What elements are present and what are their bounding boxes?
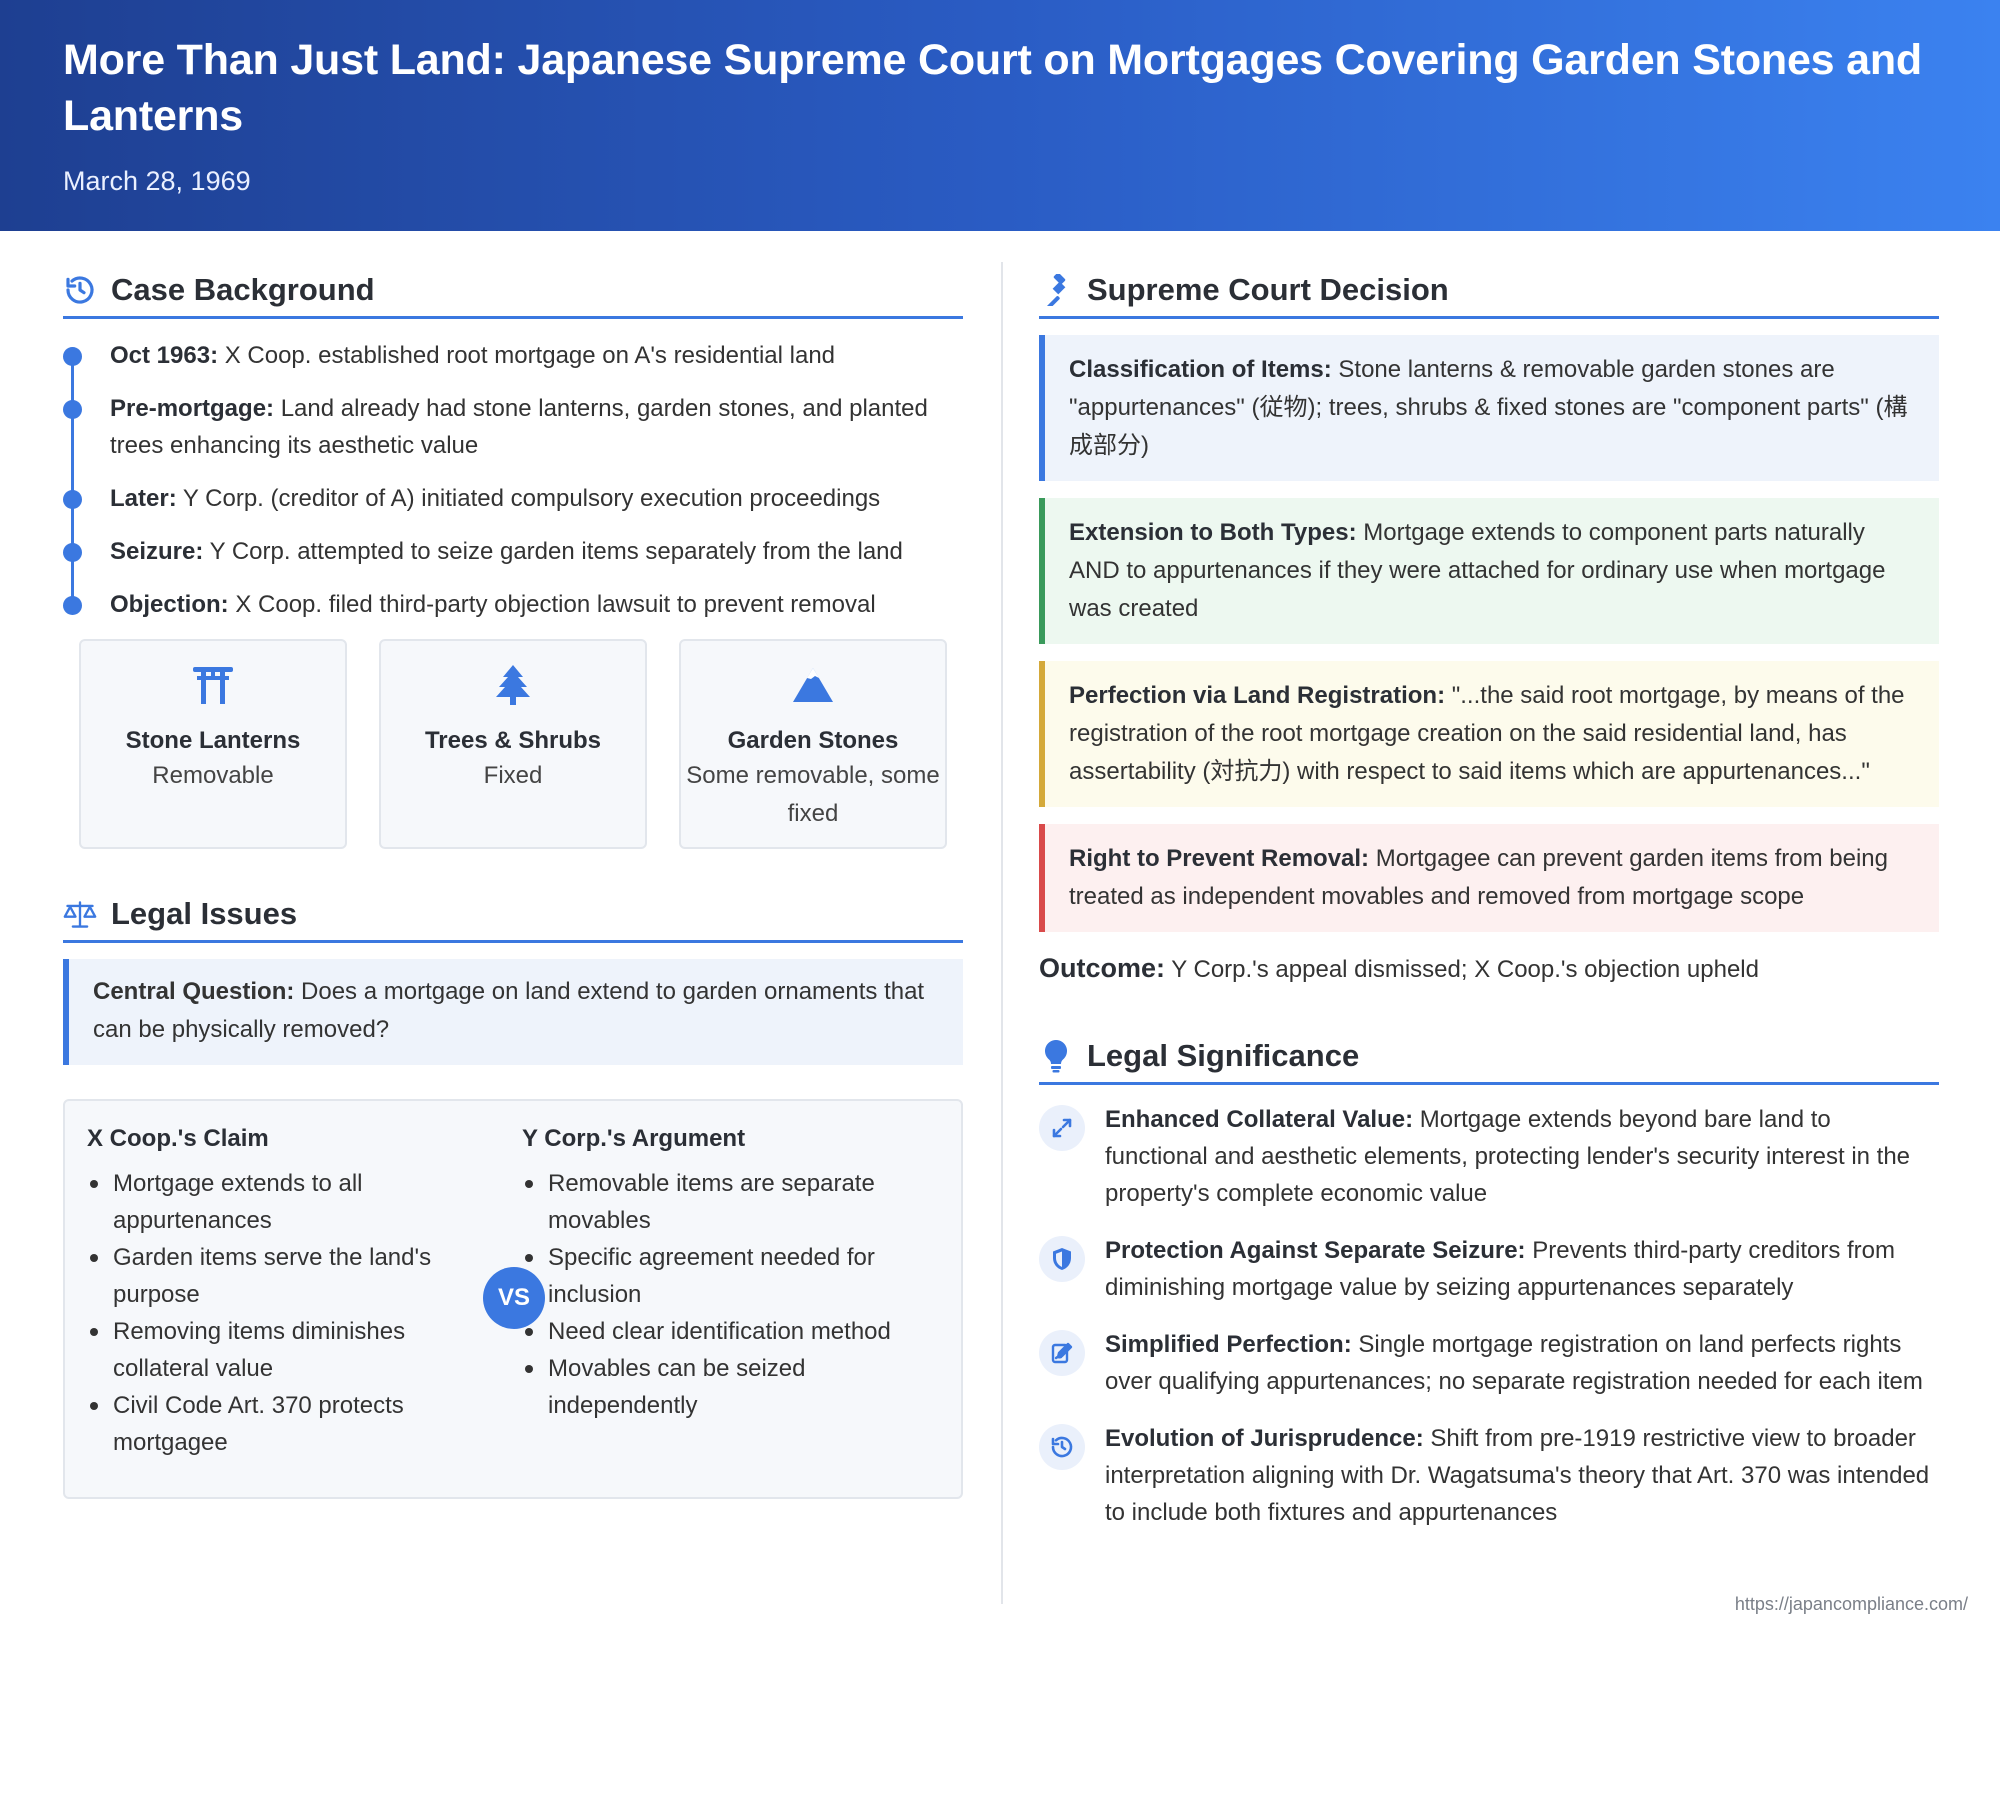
list-item: Garden items serve the land's purpose [87, 1239, 504, 1313]
significance-item: Enhanced Collateral Value: Mortgage exte… [1039, 1101, 1939, 1212]
page-title: More Than Just Land: Japanese Supreme Co… [63, 36, 1922, 140]
signature-icon [1039, 1330, 1085, 1376]
decision-prevent-removal: Right to Prevent Removal: Mortgagee can … [1039, 824, 1939, 932]
central-question: Central Question: Does a mortgage on lan… [63, 959, 963, 1065]
mountain-icon [681, 663, 945, 707]
column-divider [1001, 262, 1003, 1604]
timeline-item: Seizure: Y Corp. attempted to seize gard… [63, 533, 963, 570]
timeline-item: Objection: X Coop. filed third-party obj… [63, 586, 963, 623]
case-date: March 28, 1969 [63, 166, 251, 196]
right-column: Supreme Court Decision Classification of… [1039, 263, 1939, 1551]
list-item: Movables can be seized independently [522, 1350, 939, 1424]
tree-icon [381, 663, 645, 707]
case-background-heading: Case Background [63, 263, 963, 319]
shield-icon [1039, 1236, 1085, 1282]
card-trees-shrubs: Trees & Shrubs Fixed [379, 639, 647, 849]
decision-points: Classification of Items: Stone lanterns … [1039, 335, 1939, 932]
card-garden-stones: Garden Stones Some removable, some fixed [679, 639, 947, 849]
decision-perfection: Perfection via Land Registration: "...th… [1039, 661, 1939, 807]
list-item: Specific agreement needed for inclusion [522, 1239, 939, 1313]
list-item: Civil Code Art. 370 protects mortgagee [87, 1387, 504, 1461]
x-coop-claim: X Coop.'s Claim Mortgage extends to all … [87, 1125, 504, 1473]
source-url: https://japancompliance.com/ [1734, 1594, 1968, 1614]
timeline-item: Oct 1963: X Coop. established root mortg… [63, 337, 963, 374]
claims-comparison: X Coop.'s Claim Mortgage extends to all … [63, 1099, 963, 1499]
significance-item: Simplified Perfection: Single mortgage r… [1039, 1326, 1939, 1400]
supreme-court-decision-heading: Supreme Court Decision [1039, 263, 1939, 319]
history-icon [1039, 1424, 1085, 1470]
significance-item: Evolution of Jurisprudence: Shift from p… [1039, 1420, 1939, 1531]
vs-badge: VS [483, 1267, 545, 1329]
timeline-item: Pre-mortgage: Land already had stone lan… [63, 390, 963, 464]
legal-issues-heading: Legal Issues [63, 887, 963, 943]
significance-list: Enhanced Collateral Value: Mortgage exte… [1039, 1101, 1939, 1531]
list-item: Removing items diminishes collateral val… [87, 1313, 504, 1387]
y-corp-argument: Y Corp.'s Argument Removable items are s… [522, 1125, 939, 1473]
decision-extension: Extension to Both Types: Mortgage extend… [1039, 498, 1939, 644]
garden-item-cards: Stone Lanterns Removable Trees & Shrubs … [63, 639, 963, 849]
history-icon [63, 273, 97, 307]
case-outcome: Outcome: Y Corp.'s appeal dismissed; X C… [1039, 953, 1759, 983]
card-stone-lanterns: Stone Lanterns Removable [79, 639, 347, 849]
page-header: More Than Just Land: Japanese Supreme Co… [0, 0, 2000, 231]
lightbulb-icon [1039, 1039, 1073, 1073]
torii-gate-icon [81, 663, 345, 707]
scale-balance-icon [63, 897, 97, 931]
legal-significance-heading: Legal Significance [1039, 1029, 1939, 1085]
gavel-icon [1039, 273, 1073, 307]
timeline-item: Later: Y Corp. (creditor of A) initiated… [63, 480, 963, 517]
list-item: Removable items are separate movables [522, 1165, 939, 1239]
list-item: Need clear identification method [522, 1313, 939, 1350]
left-column: Case Background Oct 1963: X Coop. establ… [63, 263, 963, 1499]
list-item: Mortgage extends to all appurtenances [87, 1165, 504, 1239]
significance-item: Protection Against Separate Seizure: Pre… [1039, 1232, 1939, 1306]
expand-arrows-icon [1039, 1105, 1085, 1151]
decision-classification: Classification of Items: Stone lanterns … [1039, 335, 1939, 481]
case-timeline: Oct 1963: X Coop. established root mortg… [63, 337, 963, 623]
timeline-line [71, 349, 74, 599]
